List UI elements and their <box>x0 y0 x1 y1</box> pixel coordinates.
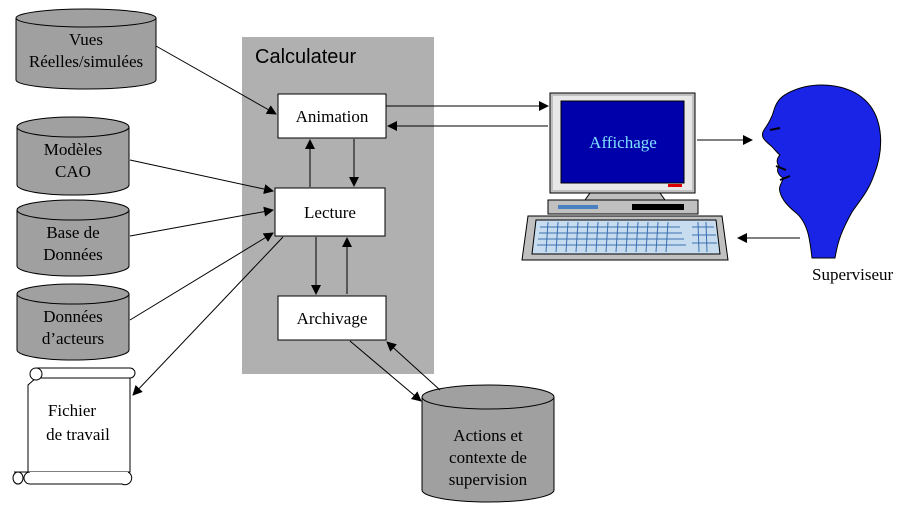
arrow-vues-animation <box>155 45 277 115</box>
arrow-base-lecture <box>129 206 274 237</box>
base-line2: Données <box>43 245 102 264</box>
modeles-line1: Modèles <box>44 140 103 159</box>
file-line2: de travail <box>46 425 110 444</box>
database-base: Base de Données <box>16 199 130 277</box>
module-lecture: Lecture <box>274 187 386 237</box>
arrow-archivage-actions <box>349 340 422 402</box>
database-vues: Vues Réelles/simulées <box>15 8 157 90</box>
connector-arrows <box>129 45 800 402</box>
vues-line2: Réelles/simulées <box>29 52 143 71</box>
arrow-acteurs-lecture <box>129 232 274 321</box>
arrow-modeles-lecture <box>129 159 274 194</box>
operator-label: Superviseur <box>812 265 894 284</box>
database-modeles: Modèles CAO <box>16 116 130 196</box>
actions-line3: supervision <box>449 470 528 489</box>
acteurs-line2: d’acteurs <box>42 329 104 348</box>
screen-label: Affichage <box>589 133 657 152</box>
arrow-lecture-file <box>132 236 284 396</box>
archivage-label: Archivage <box>297 309 368 328</box>
database-actions: Actions et contexte de supervision <box>421 384 555 503</box>
calculator-title: Calculateur <box>255 46 357 68</box>
keyboard-icon <box>521 215 729 261</box>
module-archivage: Archivage <box>277 295 387 341</box>
computer-icon: Affichage <box>547 92 699 215</box>
modeles-line2: CAO <box>55 162 91 181</box>
actions-line2: contexte de <box>449 448 527 467</box>
arrow-actions-archivage <box>386 341 441 391</box>
head-icon: Superviseur <box>761 84 894 284</box>
scroll-icon: Fichier de travail <box>12 367 136 486</box>
base-line1: Base de <box>46 223 99 242</box>
actions-line1: Actions et <box>453 426 523 445</box>
module-animation: Animation <box>277 93 387 139</box>
acteurs-line1: Données <box>43 307 102 326</box>
database-acteurs: Données d’acteurs <box>16 283 130 361</box>
vues-line1: Vues <box>69 30 103 49</box>
file-line1: Fichier <box>48 401 96 420</box>
animation-label: Animation <box>296 107 369 126</box>
lecture-label: Lecture <box>304 203 356 222</box>
